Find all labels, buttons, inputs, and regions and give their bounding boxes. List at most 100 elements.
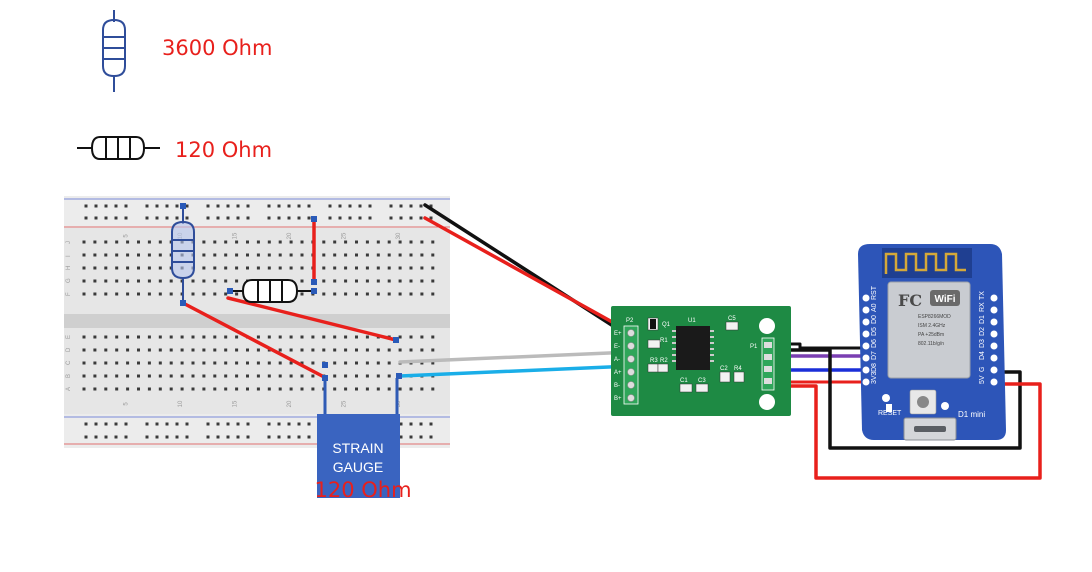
hx711-pin-label: B- (614, 383, 620, 389)
legend: 3600 Ohm 120 Ohm (77, 10, 272, 162)
hx711-component-label: R4 (734, 366, 742, 372)
wemos-pin-hole (990, 318, 998, 326)
column-number-bottom: 5 (124, 402, 130, 406)
hx711-pin (627, 394, 635, 402)
hx711-chip (676, 326, 710, 370)
hx711-component-label: R1 (660, 338, 668, 344)
row-letter: F (66, 292, 72, 296)
hx711-pin (627, 368, 635, 376)
column-number-top: 15 (233, 232, 239, 239)
gauge-value-label: 120 Ohm (175, 138, 272, 162)
chip-text-line: ISM 2.4GHz (918, 323, 946, 329)
strain-gauge-label-line1: STRAIN (332, 440, 383, 456)
wire-black-gnd-loop (772, 348, 1022, 450)
wemos-pin-label: D6 (871, 339, 878, 348)
breadboard-center-channel (64, 314, 450, 328)
strain-gauge-body (317, 414, 400, 498)
wemos-pin-hole (990, 306, 998, 314)
hx711-right-pin (764, 366, 772, 372)
wemos-pin-label: RX (979, 302, 986, 312)
wire-black-gnd-to-e-minus (423, 203, 637, 342)
row-letter: J (66, 241, 72, 244)
hx711-component-label: U1 (688, 318, 696, 324)
hx711-component-label: C2 (720, 366, 728, 372)
row-letter: G (66, 278, 72, 283)
row-letter: B (66, 374, 72, 378)
hx711-pin-label: A- (614, 357, 620, 363)
hx711-component-label: Q1 (662, 322, 671, 328)
hx711-component-label: C5 (728, 316, 736, 322)
hx711-right-pin (764, 354, 772, 360)
wemos-pin-hole (990, 378, 998, 386)
wemos-pin-hole (862, 378, 870, 386)
column-number-bottom: 25 (342, 400, 348, 407)
wemos-pin-hole (862, 294, 870, 302)
strain-gauge-label-line2: GAUGE (333, 459, 384, 475)
hx711-right-pin (764, 378, 772, 384)
column-number-top: 25 (342, 232, 348, 239)
chip-text-line: PA +25dBm (918, 332, 944, 338)
wemos-pin-label: D5 (871, 327, 878, 336)
column-number-top: 20 (287, 232, 293, 239)
strain-gauge-value-label: 120 Ohm (314, 478, 411, 502)
hx711-pin (627, 355, 635, 363)
wemos-pin-hole (862, 366, 870, 374)
wire-gray-to-a-minus (398, 350, 634, 364)
wemos-pin-hole (862, 354, 870, 362)
antenna-trace (884, 252, 966, 274)
wemos-pin-hole (862, 330, 870, 338)
wemos-pin-label: D2 (979, 327, 986, 336)
hx711-component-label: C3 (698, 378, 706, 384)
hx711-pin-label: E+ (614, 331, 622, 337)
wemos-pin-hole (862, 306, 870, 314)
hx711-right-pin-headers (764, 342, 772, 384)
wemos-pin-hole (990, 366, 998, 374)
hx711-pin (627, 381, 635, 389)
mounting-hole (941, 402, 949, 410)
wire-red-jumper-diagonal-2 (181, 301, 328, 380)
strain-gauge: STRAIN GAUGE 120 Ohm (314, 378, 412, 502)
mounting-hole (759, 318, 775, 334)
wemos-pin-hole (862, 318, 870, 326)
gauge-resistor-symbol-icon (77, 136, 160, 160)
wire-red-vcc-to-e-plus (423, 216, 634, 335)
resistor-3600-on-breadboard (171, 203, 195, 306)
mounting-hole (759, 394, 775, 410)
wemos-pin-label: TX (979, 291, 986, 300)
hx711-left-pin-headers (627, 329, 635, 402)
resistor-120-on-breadboard (227, 279, 317, 303)
wemos-pin-hole (990, 342, 998, 350)
hx711-pin-labels: E+E-A-A+B-B+ (614, 331, 622, 402)
wemos-pin-label: 5V (979, 375, 986, 384)
column-number-bottom: 10 (178, 400, 184, 407)
hx711-component-label: R2 (660, 358, 668, 364)
wire-cyan-to-a-plus (398, 364, 634, 378)
column-number-bottom: 20 (287, 400, 293, 407)
row-letter: A (66, 387, 72, 391)
wire-red-vcc-loop (772, 382, 1042, 480)
module-name-label: D1 mini (958, 410, 985, 419)
wemos-pin-hole (990, 330, 998, 338)
fc-logo: FC (898, 291, 922, 310)
resistor-value-label: 3600 Ohm (162, 36, 272, 60)
wemos-pin-label: D3 (979, 339, 986, 348)
chip-text-line: 802.11b/g/n (918, 341, 944, 347)
hx711-pin (627, 342, 635, 350)
row-letter: H (66, 266, 72, 270)
esp8266-chip-text: ESP8266MOD ISM 2.4GHz PA +25dBm 802.11b/g/n (918, 314, 951, 347)
chip-text-line: ESP8266MOD (918, 314, 951, 320)
wemos-pin-label: D0 (871, 315, 878, 324)
column-number-top: 30 (396, 232, 402, 239)
wemos-pin-label: D4 (979, 351, 986, 360)
wemos-pin-label: 3V3 (871, 371, 878, 384)
wemos-pin-label: D1 (979, 315, 986, 324)
hx711-component-label: R3 (650, 358, 658, 364)
hx711-pin-label: E- (614, 344, 620, 350)
wemos-pin-hole (990, 294, 998, 302)
wemos-pin-label: D7 (871, 351, 878, 360)
wemos-pin-label: A0 (871, 303, 878, 312)
